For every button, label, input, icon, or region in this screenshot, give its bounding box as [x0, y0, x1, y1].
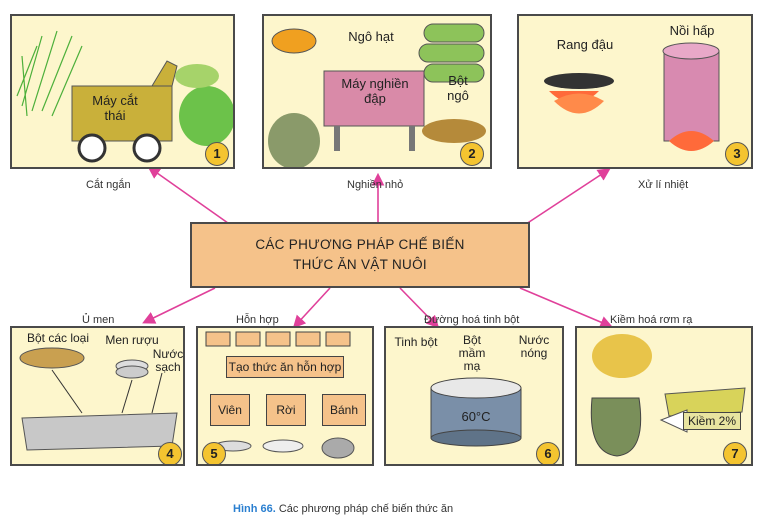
number-badge-4: 4 [158, 442, 182, 464]
number-badge-2: 2 [460, 142, 484, 166]
heat-treatment-illustration [544, 42, 720, 151]
central-title-box: CÁC PHƯƠNG PHÁP CHẾ BIẾN THỨC ĂN VẬT NUÔ… [190, 222, 530, 288]
number-badge-1: 1 [205, 142, 229, 166]
caption-duong-hoa: Đường hoá tinh bột [424, 314, 520, 326]
alkali-label: Kiềm 2% [683, 412, 741, 430]
figure-label: Hình 66. [233, 503, 276, 515]
panel-cat-ngan: Máy cắt thái 1 [10, 14, 235, 169]
central-title-line-1: CÁC PHƯƠNG PHÁP CHẾ BIẾN [255, 237, 465, 252]
grass-cutter-illustration [16, 30, 233, 163]
number-badge-5: 5 [202, 442, 226, 464]
panel-duong-hoa: Tinh bột Bột mầm mạ Nước nóng 60°C 6 [384, 326, 564, 466]
central-title-line-2: THỨC ĂN VẬT NUÔI [293, 257, 427, 272]
figure-caption-text: Các phương pháp chế biến thức ăn [278, 503, 454, 515]
arrow-to-kiem-hoa [519, 287, 613, 329]
arrow-to-hon-hop [292, 287, 331, 329]
cake-box: Bánh [322, 394, 366, 426]
arrow-to-xu-li-nhiet [519, 168, 611, 229]
loose-box: Rời [266, 394, 306, 426]
caption-hon-hop: Hỗn hợp [236, 314, 279, 326]
panel-nghien-nho: Ngô hạt Máy nghiền đập Bột ngô 2 [262, 14, 492, 169]
temperature-label: 60°C [461, 409, 491, 424]
pellet-box: Viên [210, 394, 250, 426]
roast-label: Rang đậu [556, 37, 614, 52]
caption-cat-ngan: Cắt ngắn [86, 179, 131, 191]
figure-caption: Hình 66. Các phương pháp chế biến thức ă… [233, 503, 453, 515]
make-mix-box: Tạo thức ăn hỗn hợp [226, 356, 344, 378]
water-label: Nước sạch [152, 347, 184, 375]
alkali-straw-illustration [590, 334, 746, 457]
number-badge-7: 7 [723, 442, 747, 464]
caption-xu-li-nhiet: Xử lí nhiệt [638, 179, 689, 191]
yeast-label: Men rượu [105, 333, 159, 347]
machine-label: Máy nghiền đập [341, 76, 409, 106]
panel-hon-hop: Tạo thức ăn hỗn hợp Viên Rời Bánh 5 [196, 326, 374, 466]
saccharification-pot-illustration [430, 377, 522, 447]
flour-label: Bột các loại [26, 331, 90, 345]
steam-label: Nồi hấp [669, 23, 715, 38]
starch-label: Tinh bột [394, 335, 438, 349]
caption-nghien-nho: Nghiền nhỏ [347, 179, 404, 191]
hot-water-label: Nước nóng [518, 333, 550, 361]
arrow-to-u-men [142, 287, 216, 324]
caption-u-men: Ủ men [82, 314, 115, 326]
grain-label: Ngô hạt [348, 29, 394, 44]
number-badge-3: 3 [725, 142, 749, 166]
arrow-to-cat-ngan [147, 166, 236, 229]
grain-mill-illustration [268, 23, 486, 167]
panel-xu-li-nhiet: Rang đậu Nồi hấp 3 [517, 14, 753, 169]
caption-kiem-hoa: Kiềm hoá rơm rạ [610, 314, 693, 326]
panel-kiem-hoa: Kiềm 2% 7 [575, 326, 753, 466]
panel-u-men: Bột các loại Men rượu Nước sạch 4 [10, 326, 185, 466]
machine-label: Máy cắt thái [92, 93, 138, 123]
number-badge-6: 6 [536, 442, 560, 464]
malt-label: Bột mầm mạ [458, 333, 486, 374]
arrow-to-duong-hoa [399, 287, 440, 329]
flour-label: Bột ngô [447, 73, 469, 103]
